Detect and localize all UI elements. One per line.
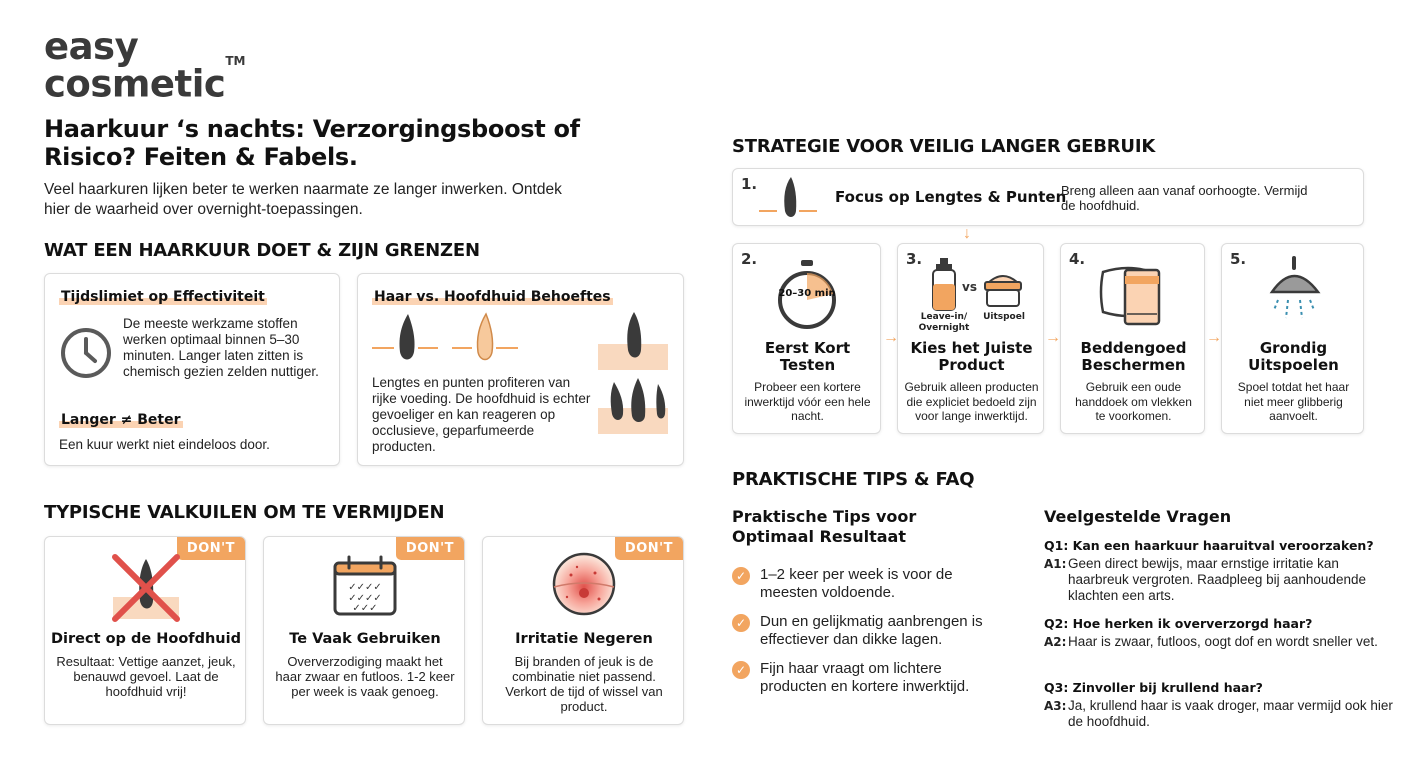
tip-item: ✓ Fijn haar vraagt om lichtere producten… (732, 660, 1012, 696)
hair-tip-icon (759, 177, 817, 217)
pitfall-desc: Oververzodiging maakt het haar zwaar en … (275, 654, 455, 699)
faq-answer: Geen direct bewijs, maar ernstige irrita… (1068, 556, 1366, 603)
check-icon: ✓ (732, 661, 750, 679)
strategy-step-3: 3. vs Leave-in/ Overnight Uitspoel Kies … (897, 243, 1044, 434)
step-number: 2. (741, 250, 758, 268)
pitfall-desc: Resultaat: Vettige aanzet, jeuk, benauwd… (56, 654, 236, 699)
step-number: 3. (906, 250, 923, 268)
tip-text: Dun en gelijkmatig aanbrengen is effecti… (760, 613, 983, 648)
strategy-step-2: 2. 20–30 min Eerst Kort Testen Probeer e… (732, 243, 881, 434)
arrow-right-icon: → (883, 329, 899, 346)
calendar-icon: ✓✓✓✓ ✓✓✓✓ ✓✓✓ (333, 555, 397, 616)
step-desc: Gebruik alleen producten die expliciet b… (904, 380, 1039, 423)
brand-tm: TM (225, 54, 246, 68)
tips-subheading: Praktische Tips voor Optimaal Resultaat (732, 507, 917, 546)
faq-answer: Ja, krullend haar is vaak droger, maar v… (1068, 698, 1393, 729)
hair-strand-icons (372, 312, 518, 361)
dont-badge: DON'T (395, 537, 464, 560)
svg-text:✓✓✓: ✓✓✓ (352, 603, 377, 614)
pitfall-card-irritation: DON'T Irritatie Negeren Bij branden of j… (482, 536, 684, 725)
card-time-limit: Tijdslimiet op Effectiviteit De meeste w… (44, 273, 340, 466)
pitfall-desc: Bij branden of jeuk is de combinatie nie… (505, 654, 663, 714)
faq-answer-label: A3: (1044, 699, 1067, 713)
leave-in-bottle-icon (932, 258, 956, 311)
step-title: Focus op Lengtes & Punten (835, 188, 1067, 206)
pitfall-title: Te Vaak Gebruiken (289, 631, 441, 647)
svg-text:✓✓✓✓: ✓✓✓✓ (348, 593, 382, 604)
strategy-step-5: 5. Grondig Uitspoelen Spoel totdat het h… (1221, 243, 1364, 434)
svg-text:✓✓✓✓: ✓✓✓✓ (348, 582, 382, 593)
pitfall-card-scalp: DON'T Direct op de Hoofdhuid Resultaat: … (44, 536, 246, 725)
step-title: Beddengoed Beschermen (1080, 339, 1187, 374)
pitfall-title: Direct op de Hoofdhuid (51, 631, 241, 647)
step-title: Kies het Juiste Product (910, 339, 1033, 374)
longer-not-better-label: Langer ≠ Beter (59, 412, 183, 428)
faq-question: Q3: Zinvoller bij krullend haar? (1044, 680, 1263, 695)
pitfall-card-frequency: DON'T ✓✓✓✓ ✓✓✓✓ ✓✓✓ Te Vaak Gebruiken Ov… (263, 536, 465, 725)
time-limit-label: Tijdslimiet op Effectiviteit (59, 289, 267, 305)
tip-text: 1–2 keer per week is voor de meesten vol… (760, 566, 953, 601)
timer-label: 20–30 min (778, 288, 836, 299)
step-desc: Spoel totdat het haar niet meer glibberi… (1237, 380, 1350, 423)
brand-line2: cosmetic (44, 62, 226, 106)
step-desc: Probeer een kortere inwerktijd vóór een … (744, 380, 871, 423)
tip-item: ✓ 1–2 keer per week is voor de meesten v… (732, 566, 1012, 602)
limits-heading: WAT EEN HAARKUUR DOET & ZIJN GRENZEN (44, 240, 480, 261)
tips-heading: PRAKTISCHE TIPS & FAQ (732, 469, 975, 490)
vs-label: vs (962, 280, 977, 294)
card-hair-vs-scalp: Haar vs. Hoofdhuid Behoeftes Lengtes en … (357, 273, 684, 466)
arrow-down-icon: ↓ (963, 225, 971, 242)
time-limit-text: De meeste werkzame stoffen werken optima… (123, 316, 319, 379)
faq-question: Q2: Hoe herken ik oververzorgd haar? (1044, 616, 1313, 631)
faq-item: Q2: Hoe herken ik oververzorgd haar? A2:… (1044, 616, 1394, 650)
faq-item: Q3: Zinvoller bij krullend haar? A3:Ja, … (1044, 680, 1394, 730)
tip-text: Fijn haar vraagt om lichtere producten e… (760, 660, 970, 695)
step-number: 1. (741, 175, 758, 193)
step-number: 4. (1069, 250, 1086, 268)
clock-icon (61, 328, 111, 378)
strategy-step-1: 1. Focus op Lengtes & Punten Breng allee… (732, 168, 1364, 226)
dont-badge: DON'T (176, 537, 245, 560)
longer-not-better-text: Een kuur werkt niet eindeloos door. (59, 437, 270, 452)
strategy-step-4: 4. Beddengoed Beschermen Gebruik een oud… (1060, 243, 1205, 434)
step-desc: Breng alleen aan vanaf oorhoogte. Vermij… (1061, 183, 1308, 213)
stopwatch-icon (778, 260, 836, 329)
faq-heading: Veelgestelde Vragen (1044, 507, 1232, 526)
faq-answer-label: A2: (1044, 635, 1067, 649)
tip-item: ✓ Dun en gelijkmatig aanbrengen is effec… (732, 613, 1012, 649)
arrow-right-icon: → (1045, 329, 1061, 346)
hair-vs-scalp-text: Lengtes en punten profiteren van rijke v… (372, 375, 591, 454)
arrow-right-icon: → (1206, 329, 1222, 346)
pitfall-title: Irritatie Negeren (515, 631, 653, 647)
check-icon: ✓ (732, 567, 750, 585)
scalp-follicle-icons (598, 312, 668, 434)
faq-item: Q1: Kan een haarkuur haaruitval veroorza… (1044, 538, 1394, 604)
step-title: Eerst Kort Testen (764, 339, 851, 374)
dont-badge: DON'T (614, 537, 683, 560)
skin-irritation-icon (552, 552, 616, 616)
pillow-towel-icon (1099, 266, 1161, 326)
leave-in-label: Leave-in/ Overnight (918, 312, 970, 333)
faq-question: Q1: Kan een haarkuur haaruitval veroorza… (1044, 538, 1374, 553)
scalp-crossed-icon (112, 554, 180, 622)
shower-head-icon (1269, 256, 1321, 319)
check-icon: ✓ (732, 614, 750, 632)
strategy-heading: STRATEGIE VOOR VEILIG LANGER GEBRUIK (732, 136, 1156, 157)
faq-answer-label: A1: (1044, 557, 1067, 571)
step-title: Grondig Uitspoelen (1248, 339, 1339, 374)
pitfalls-heading: TYPISCHE VALKUILEN OM TE VERMIJDEN (44, 502, 445, 523)
brand-logo: easy cosmeticTM (44, 25, 246, 102)
step-number: 5. (1230, 250, 1247, 268)
faq-answer: Haar is zwaar, futloos, oogt dof en word… (1068, 634, 1378, 649)
page-title: Haarkuur ‘s nachts: Verzorgingsboost of … (44, 115, 580, 171)
hair-vs-scalp-label: Haar vs. Hoofdhuid Behoeftes (372, 289, 613, 305)
rinse-label: Uitspoel (983, 312, 1025, 322)
rinse-jar-icon (984, 275, 1022, 307)
brand-line1: easy (44, 25, 139, 68)
step-desc: Gebruik een oude handdoek om vlekken te … (1075, 380, 1192, 423)
intro-text: Veel haarkuren lijken beter te werken na… (44, 181, 562, 218)
